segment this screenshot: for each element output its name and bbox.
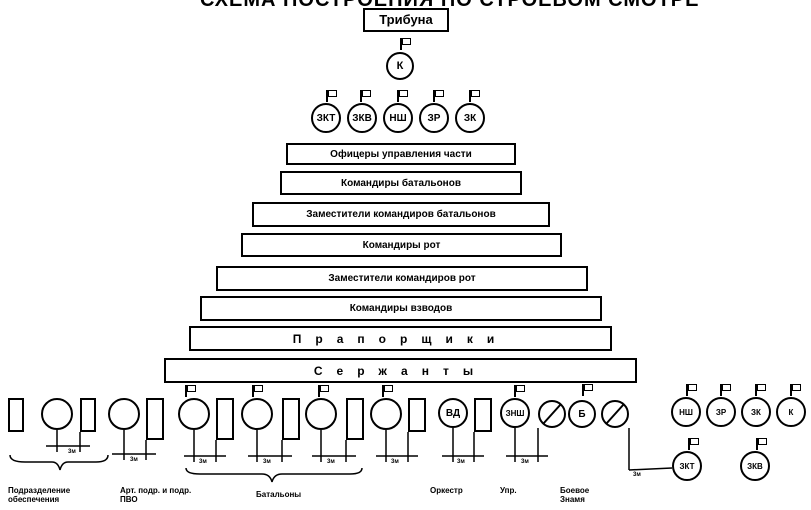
row-deputy-company-commanders: Заместители командиров рот — [216, 266, 588, 291]
right-circle: ЗР — [706, 397, 736, 427]
flag-icon — [397, 90, 408, 102]
slash-line — [605, 403, 625, 425]
right-circle: НШ — [671, 397, 701, 427]
spacing-label: 3м — [633, 472, 641, 478]
deputy-circle: ЗКТ — [311, 103, 341, 133]
label-battalions: Батальоны — [256, 490, 302, 499]
unit-rect — [146, 398, 164, 440]
label-management: Упр. — [500, 486, 517, 495]
row-company-commanders: Командиры рот — [241, 233, 562, 257]
commander-circle: К — [386, 52, 414, 80]
unit-circle — [41, 398, 73, 430]
label-artillery-air-defense: Арт. подр. и подр. ПВО — [120, 486, 192, 504]
label-orchestra: Оркестр — [430, 486, 463, 495]
flag-icon — [433, 90, 444, 102]
flag-icon — [469, 90, 480, 102]
flag-icon — [582, 384, 593, 396]
unit-rect — [80, 398, 96, 432]
row-platoon-commanders: Командиры взводов — [200, 296, 602, 321]
bracket-battalions — [185, 467, 363, 483]
row-battalion-commanders: Командиры батальонов — [280, 171, 522, 195]
flag-icon — [514, 385, 525, 397]
unit-rect — [474, 398, 492, 432]
row-deputy-battalion-commanders: Заместители командиров батальонов — [252, 202, 550, 227]
deputy-circle: ЗКВ — [347, 103, 377, 133]
flag-icon — [720, 384, 731, 396]
row-sergeants: Сержанты — [164, 358, 637, 383]
flag-icon — [688, 438, 699, 450]
banner-circle: Б — [568, 400, 596, 428]
spacing-label: 3м — [263, 459, 271, 465]
spacing-arrows — [46, 445, 548, 457]
label-battle-banner: Боевое Знамя — [560, 486, 590, 504]
flag-icon — [756, 438, 767, 450]
flag-icon — [252, 385, 263, 397]
diagram-title: СХЕМА ПОСТРОЕНИЯ ПО СТРОЕВОМ СМОТРЕ — [200, 0, 700, 11]
flag-icon — [400, 38, 411, 50]
unit-circle — [305, 398, 337, 430]
deputy-circle: НШ — [383, 103, 413, 133]
orchestra-circle: ВД — [438, 398, 468, 428]
spacing-label: 3м — [457, 459, 465, 465]
flag-icon — [790, 384, 801, 396]
spacing-label: 3м — [521, 459, 529, 465]
flag-icon — [318, 385, 329, 397]
unit-rect — [282, 398, 300, 440]
deputy-circle: ЗР — [419, 103, 449, 133]
flag-icon — [382, 385, 393, 397]
right-lower-circle: ЗКТ — [672, 451, 702, 481]
spacing-label: 3м — [199, 459, 207, 465]
unit-rect — [346, 398, 364, 440]
upr-circle: ЗНШ — [500, 398, 530, 428]
unit-circle — [241, 398, 273, 430]
right-lower-circle: ЗКВ — [740, 451, 770, 481]
unit-circle — [108, 398, 140, 430]
flag-icon — [326, 90, 337, 102]
flag-icon — [185, 385, 196, 397]
unit-circle — [370, 398, 402, 430]
label-support-units: Подразделение обеспечения — [8, 486, 71, 504]
flag-icon — [360, 90, 371, 102]
row-unit-officers: Офицеры управления части — [286, 143, 516, 165]
unit-rect — [408, 398, 426, 432]
flag-icon — [686, 384, 697, 396]
spacing-label: 3м — [327, 459, 335, 465]
tribune-box: Трибуна — [363, 8, 449, 32]
deputy-circle: ЗК — [455, 103, 485, 133]
spacing-label: 3м — [130, 457, 138, 463]
unit-rect — [8, 398, 24, 432]
spacing-label: 3м — [391, 459, 399, 465]
row-warrant-officers: Прапорщики — [189, 326, 612, 351]
unit-rect — [216, 398, 234, 440]
spacing-ticks — [56, 428, 673, 471]
bracket-support — [9, 454, 109, 471]
slash-line — [542, 403, 562, 425]
spacing-label: 3м — [68, 449, 76, 455]
flag-icon — [755, 384, 766, 396]
unit-circle — [178, 398, 210, 430]
right-circle: ЗК — [741, 397, 771, 427]
right-circle: К — [776, 397, 806, 427]
